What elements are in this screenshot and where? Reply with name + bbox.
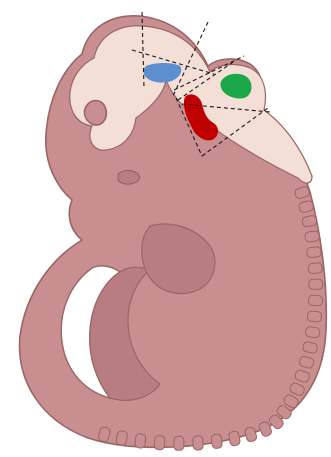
forebrain-notch	[85, 101, 107, 125]
eye-placode	[118, 171, 140, 185]
somite	[211, 434, 223, 449]
somite	[309, 279, 323, 289]
somite	[304, 231, 319, 243]
somite	[193, 436, 204, 450]
somite	[307, 247, 322, 258]
somite	[305, 326, 320, 338]
somite	[135, 433, 147, 448]
somite	[174, 436, 184, 450]
somite	[154, 435, 165, 450]
somite	[308, 295, 322, 306]
somite	[308, 263, 322, 274]
somite	[307, 311, 322, 322]
